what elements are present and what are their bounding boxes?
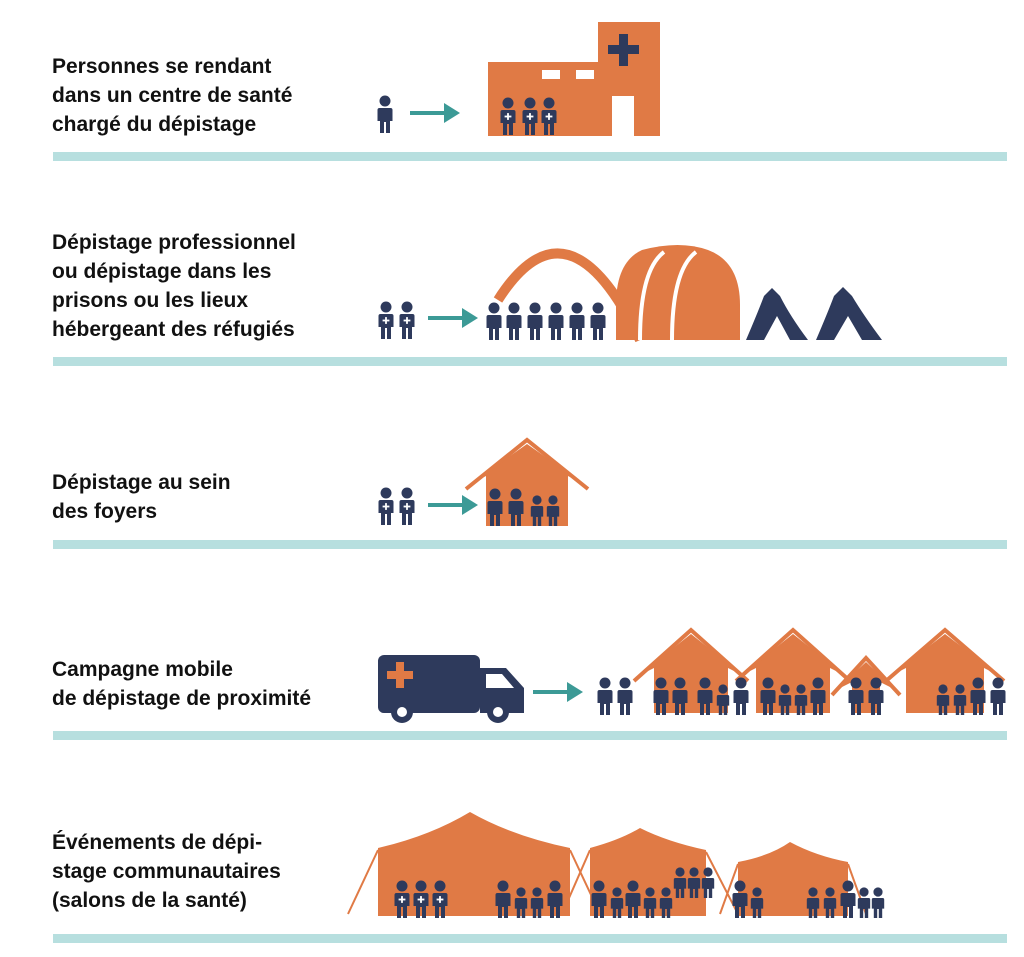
house-shape bbox=[470, 444, 584, 526]
hangar-icon bbox=[493, 245, 740, 343]
person-icon bbox=[527, 302, 543, 340]
person-icon bbox=[857, 887, 871, 918]
window bbox=[576, 70, 594, 79]
house-shape bbox=[740, 634, 846, 713]
health-worker-icon bbox=[400, 488, 415, 526]
row4-label: Campagne mobile de dépistage de proximit… bbox=[52, 658, 312, 710]
person-icon bbox=[990, 677, 1006, 715]
hub bbox=[493, 707, 503, 717]
house-icon bbox=[830, 655, 902, 713]
house-icon bbox=[734, 627, 852, 713]
row1-label: Personnes se rendant dans un centre de s… bbox=[52, 55, 293, 136]
hangar-rib bbox=[670, 250, 698, 341]
cross-h bbox=[387, 671, 413, 679]
clinic-icon bbox=[488, 22, 660, 136]
roof-line bbox=[464, 437, 590, 491]
marquee-icon bbox=[719, 842, 867, 916]
arrow-icon bbox=[410, 103, 460, 123]
health-worker-icon bbox=[379, 488, 394, 526]
hub bbox=[397, 707, 407, 717]
person-icon bbox=[506, 302, 522, 340]
person-icon bbox=[569, 302, 585, 340]
van-box bbox=[378, 655, 480, 713]
door bbox=[612, 96, 634, 136]
clinic-tower bbox=[598, 22, 660, 66]
row5-label: Événements de dépi- stage communautaires… bbox=[52, 831, 281, 912]
arrow-icon bbox=[428, 495, 478, 515]
roof-line bbox=[734, 627, 852, 683]
house-icon bbox=[464, 437, 590, 526]
person-icon bbox=[617, 677, 633, 715]
row1-divider bbox=[53, 152, 1007, 161]
cross-h bbox=[608, 45, 639, 54]
roof-line bbox=[632, 627, 750, 683]
tent-icon bbox=[816, 287, 882, 340]
guy-rope bbox=[561, 849, 591, 915]
health-worker-icon bbox=[379, 302, 394, 340]
house-shape bbox=[836, 662, 896, 713]
health-worker-icon bbox=[400, 302, 415, 340]
person-icon bbox=[733, 677, 749, 715]
person-icon bbox=[377, 95, 393, 133]
row2-label: Dépistage professionnel ou dépistage dan… bbox=[52, 231, 296, 341]
clinic-body bbox=[488, 62, 660, 136]
arrow-icon bbox=[428, 308, 478, 328]
row2-divider bbox=[53, 357, 1007, 366]
person-icon bbox=[597, 677, 613, 715]
arrow-icon bbox=[533, 682, 583, 702]
guy-rope bbox=[719, 863, 739, 915]
person-icon bbox=[548, 302, 564, 340]
row3-divider bbox=[53, 540, 1007, 549]
roof-line bbox=[884, 627, 1006, 683]
house-icon bbox=[632, 627, 750, 713]
row4-divider bbox=[53, 731, 1007, 740]
van-window bbox=[486, 674, 514, 688]
roof-line bbox=[830, 655, 902, 697]
van-icon bbox=[378, 655, 524, 723]
guy-rope bbox=[347, 849, 379, 915]
person-icon bbox=[590, 302, 606, 340]
window bbox=[542, 70, 560, 79]
person-icon bbox=[871, 887, 885, 918]
tent-icon bbox=[746, 288, 808, 340]
hangar-body bbox=[616, 245, 740, 340]
row5-divider bbox=[53, 934, 1007, 943]
person-icon bbox=[486, 302, 502, 340]
hangar-rib bbox=[638, 250, 666, 341]
row3-label: Dépistage au sein des foyers bbox=[52, 471, 231, 523]
marquee-body bbox=[738, 842, 848, 916]
